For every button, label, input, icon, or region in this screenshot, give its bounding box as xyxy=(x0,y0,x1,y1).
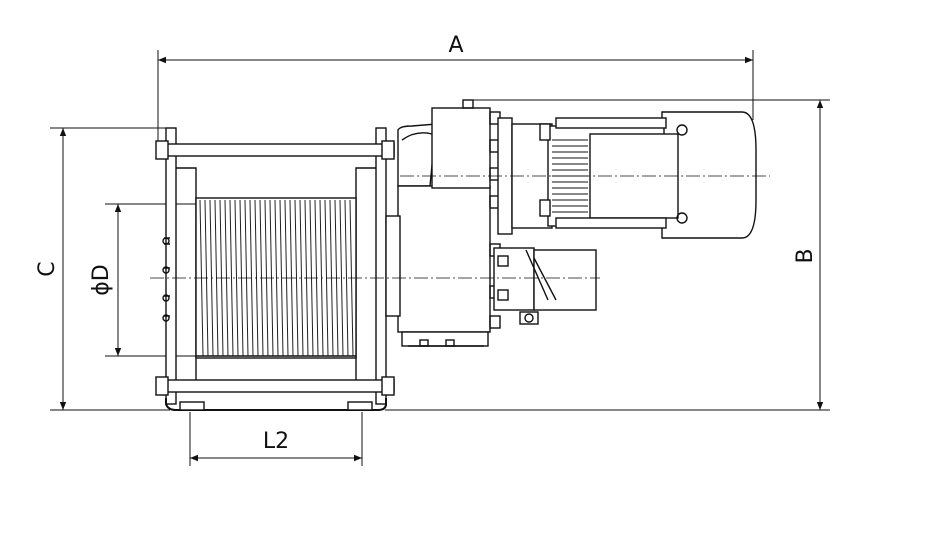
dimension-c: C xyxy=(35,127,170,411)
dimension-l2-label: L2 xyxy=(263,429,289,454)
brake-unit xyxy=(493,247,597,325)
left-foot xyxy=(179,401,205,411)
rope-wrap-line xyxy=(299,199,304,357)
dimension-a-label: A xyxy=(448,33,463,58)
dimension-b: B xyxy=(385,99,830,411)
dimension-d-label: ϕD xyxy=(89,264,114,295)
rope-wrap-line xyxy=(234,199,239,357)
dimension-b-label: B xyxy=(793,248,818,263)
gearbox xyxy=(385,99,501,347)
center-lines xyxy=(150,175,770,279)
rope-wrap-line xyxy=(229,199,234,357)
dimension-l2: L2 xyxy=(189,412,363,466)
right-foot xyxy=(347,401,373,411)
rope-wrap-line xyxy=(279,199,284,357)
winch-frame xyxy=(155,127,395,411)
rope-wrap-line xyxy=(344,199,349,357)
dimension-a: A xyxy=(157,33,754,150)
dimension-c-label: C xyxy=(35,261,60,276)
rope-wrap-line xyxy=(294,199,299,357)
rope-wrap-line xyxy=(274,199,279,357)
dimension-d: ϕD xyxy=(89,203,200,357)
motor xyxy=(497,111,757,239)
rope-wrap-line xyxy=(339,199,344,357)
